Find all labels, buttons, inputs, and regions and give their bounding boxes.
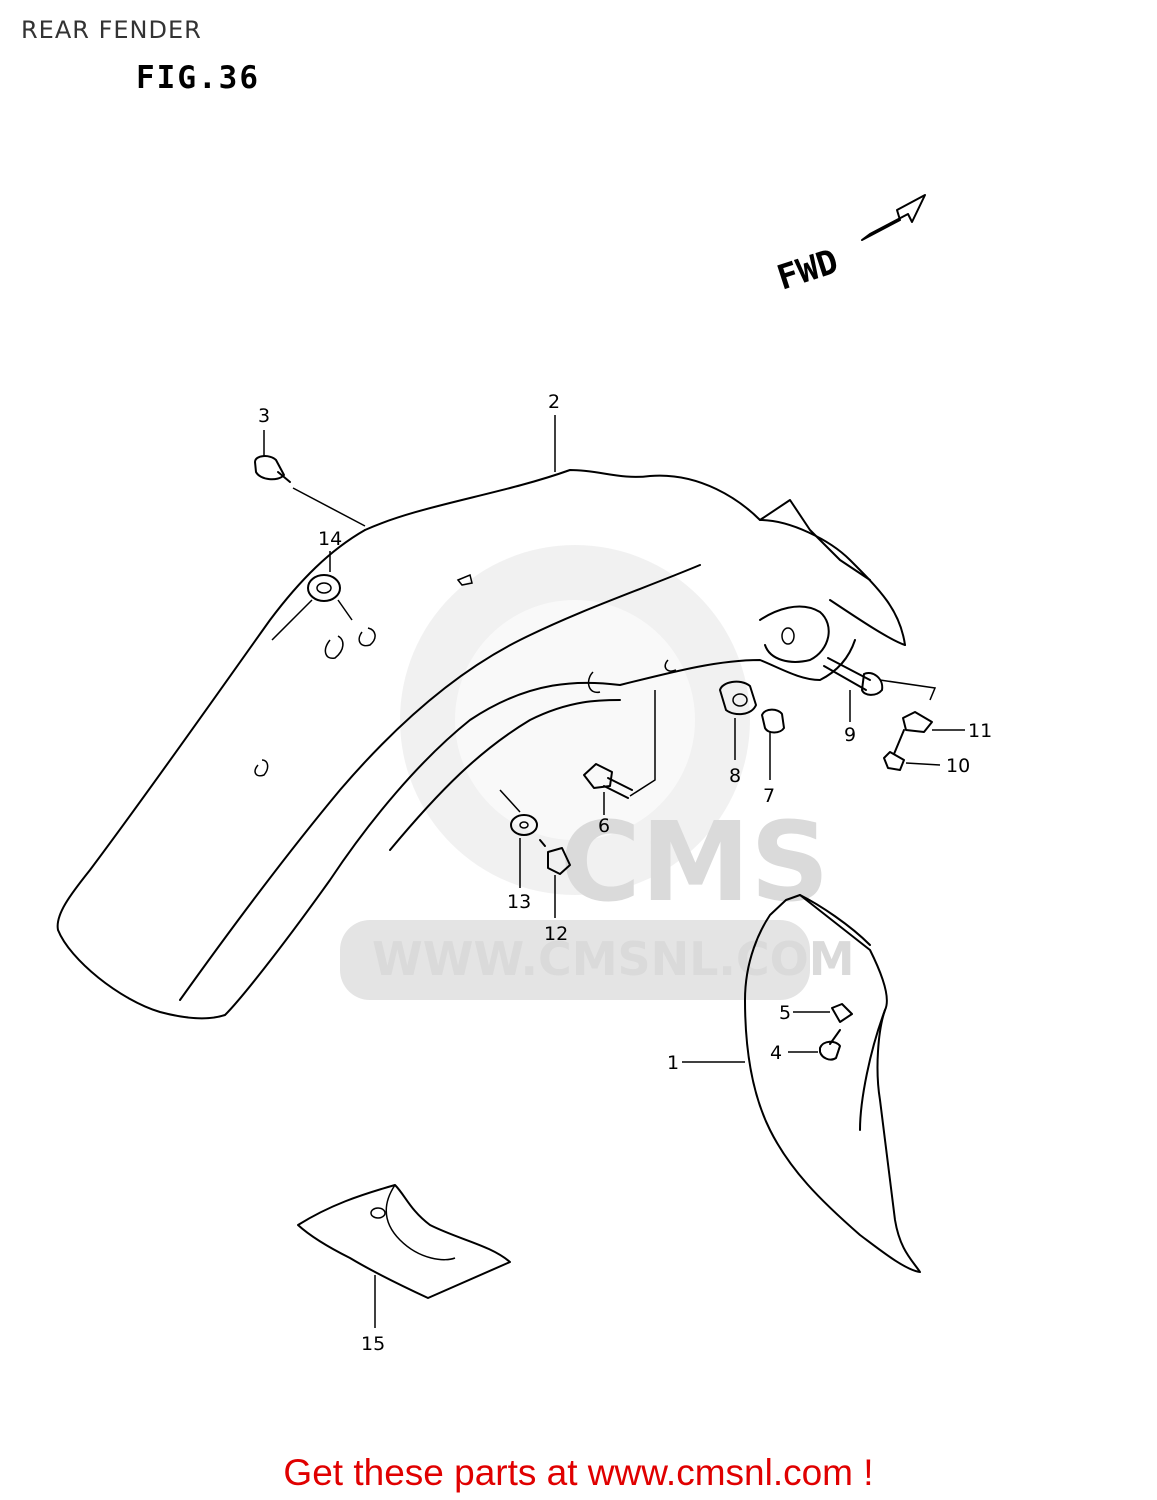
part-10-bolt <box>883 729 905 771</box>
watermark-url: WWW.CMSNL.COM <box>372 932 855 986</box>
callout-4: 4 <box>770 1042 782 1064</box>
callout-2: 2 <box>548 391 560 413</box>
part-14-grommet <box>307 574 341 602</box>
part-13-washer <box>510 814 538 836</box>
part-9-bolt <box>823 657 884 696</box>
part-3-screw <box>254 455 291 483</box>
callout-14: 14 <box>318 528 342 550</box>
watermark-logo-text: CMS <box>560 798 829 926</box>
callout-6: 6 <box>598 815 610 837</box>
part-8-cushion <box>719 680 757 716</box>
callout-8: 8 <box>729 765 741 787</box>
part-callouts: 1 2 3 4 5 6 7 8 9 10 11 12 13 14 15 <box>258 391 992 1355</box>
callout-5: 5 <box>779 1002 791 1024</box>
rear-fender-part-2 <box>56 469 906 1020</box>
fwd-label: FWD <box>772 242 843 299</box>
part-7-collar <box>761 708 785 734</box>
cms-watermark: CMS WWW.CMSNL.COM <box>340 545 855 1000</box>
page-title: REAR FENDER <box>21 16 202 44</box>
callout-9: 9 <box>844 724 856 746</box>
forward-arrow-icon <box>861 194 926 241</box>
callout-10: 10 <box>946 755 970 777</box>
parts-diagram: CMS WWW.CMSNL.COM FWD <box>56 194 992 1355</box>
callout-15: 15 <box>361 1333 385 1355</box>
callout-1: 1 <box>667 1052 679 1074</box>
callout-11: 11 <box>968 720 992 742</box>
figure-label: FIG.36 <box>136 60 260 96</box>
part-15-bag <box>297 1184 511 1299</box>
callout-12: 12 <box>544 923 568 945</box>
part-12-screw <box>539 839 571 875</box>
footer-link[interactable]: Get these parts at www.cmsnl.com ! <box>283 1452 874 1493</box>
forward-direction-indicator: FWD <box>772 194 926 299</box>
leader-lines <box>263 415 965 1328</box>
part-11-nut <box>902 711 933 733</box>
part-6-bolt <box>583 763 633 799</box>
callout-13: 13 <box>507 891 531 913</box>
callout-7: 7 <box>763 785 775 807</box>
callout-3: 3 <box>258 405 270 427</box>
rear-fender-inner-part-1 <box>744 894 921 1273</box>
